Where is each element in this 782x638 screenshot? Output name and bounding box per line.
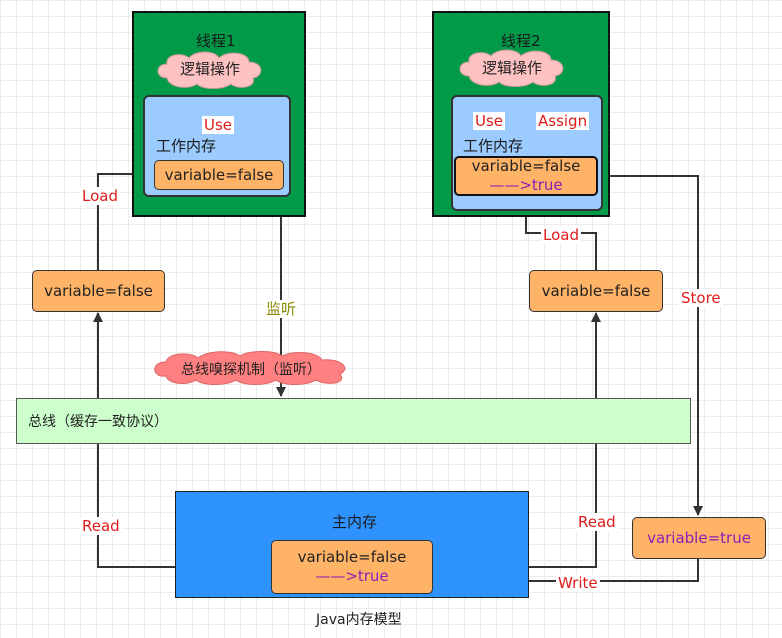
- left-read-label: Read: [80, 517, 122, 535]
- caption: Java内存模型: [316, 612, 402, 628]
- store-variable-box: variable=true: [632, 517, 766, 559]
- store-variable-text: variable=true: [647, 528, 751, 547]
- thread1-title: 线程1: [196, 32, 236, 50]
- thread2-variable: variable=false ——>true: [454, 156, 598, 196]
- thread1-cloud-label: 逻辑操作: [179, 60, 240, 78]
- sniff-cloud-shape: [154, 351, 346, 385]
- thread1-variable: variable=false: [154, 160, 284, 190]
- left-load-label: Load: [80, 187, 120, 205]
- right-variable-copy: variable=false: [529, 270, 663, 312]
- thread2-title: 线程2: [501, 32, 541, 50]
- main-memory-variable-line1: variable=false: [297, 548, 407, 566]
- thread1-use-label: Use: [202, 116, 235, 134]
- right-load-label: Load: [541, 226, 581, 244]
- thread1-work-memory-label: 工作内存: [156, 137, 217, 155]
- thread2-cloud-shape: [459, 49, 564, 87]
- thread2-use-label: Use: [473, 112, 506, 130]
- store-label: Store: [679, 289, 723, 307]
- main-memory-title: 主内存: [332, 513, 378, 531]
- thread2-variable-line2: ——>true: [489, 176, 563, 194]
- store-arrow: [598, 175, 703, 516]
- thread2-cloud-label: 逻辑操作: [481, 59, 542, 77]
- bus-label: 总线（缓存一致协议）: [28, 414, 168, 430]
- thread2-assign-label: Assign: [536, 112, 590, 130]
- sniff-cloud-label: 总线嗅探机制（监听）: [181, 362, 321, 378]
- thread1-cloud-shape: [157, 51, 262, 89]
- thread2-work-memory-label: 工作内存: [463, 137, 524, 155]
- left-variable-copy: variable=false: [32, 270, 165, 312]
- monitor-label: 监听: [264, 300, 299, 318]
- right-read-label: Read: [576, 513, 618, 531]
- main-memory-variable: variable=false ——>true: [271, 540, 433, 594]
- main-memory-variable-line2: ——>true: [315, 567, 389, 585]
- write-label: Write: [556, 574, 600, 592]
- bus-bar: [16, 398, 691, 444]
- thread2-variable-line1: variable=false: [471, 157, 581, 175]
